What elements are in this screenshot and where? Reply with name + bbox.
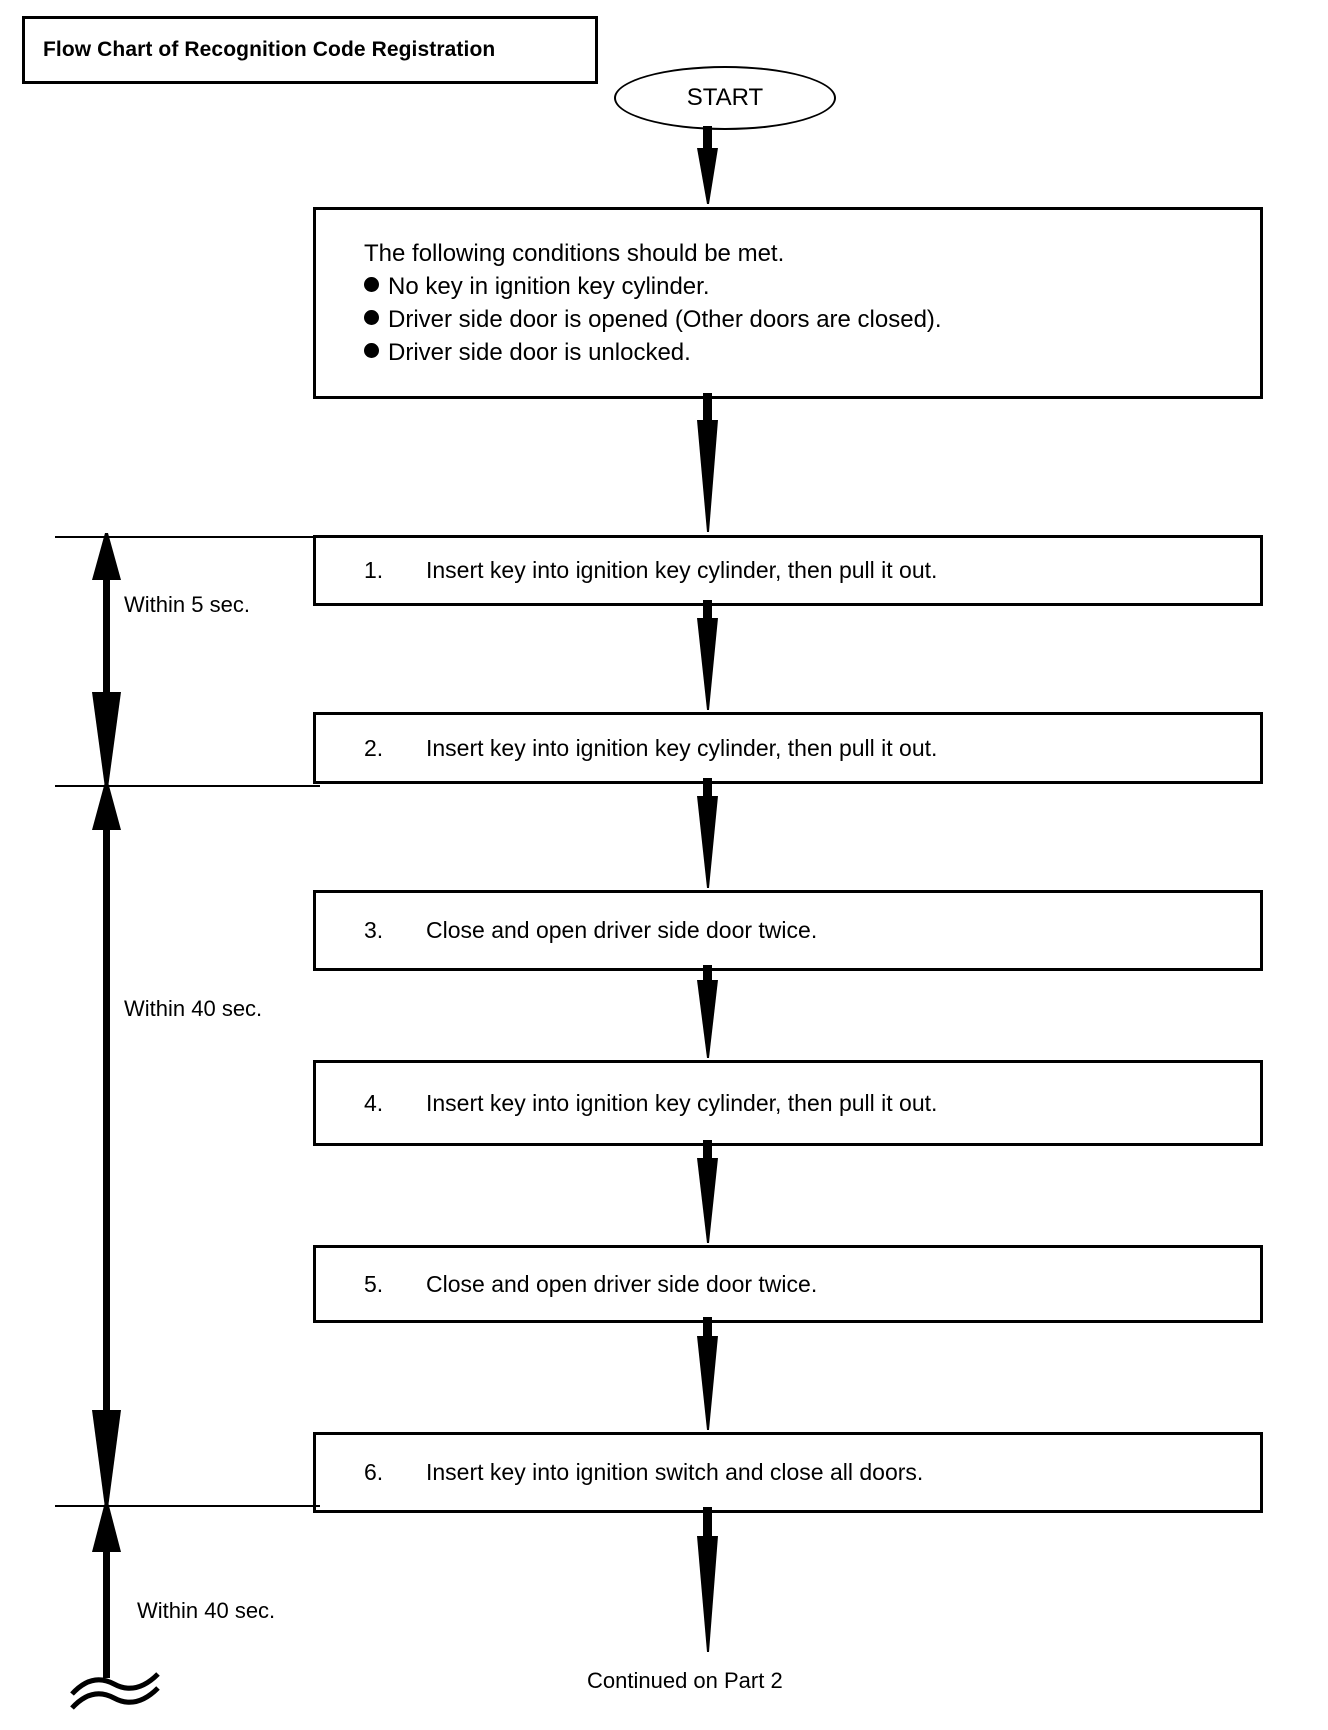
connector-step6-to-continued	[697, 1507, 718, 1652]
timing-label-40sec-main: Within 40 sec.	[124, 996, 263, 1021]
timing-label-5sec: Within 5 sec.	[124, 592, 250, 617]
step-number: 3.	[364, 917, 384, 943]
condition-item-3: Driver side door is unlocked.	[316, 336, 691, 369]
connector-step5-to-step6	[697, 1317, 718, 1430]
connector-step2-to-step3	[697, 778, 718, 888]
connector-step3-to-step4	[697, 965, 718, 1058]
timing-bracket-5sec	[92, 533, 121, 788]
condition-item-2: Driver side door is opened (Other doors …	[316, 303, 942, 336]
step-text: Insert key into ignition key cylinder, t…	[426, 557, 938, 583]
conditions-heading: The following conditions should be met.	[364, 240, 785, 267]
step-number: 4.	[364, 1089, 384, 1116]
connector-conditions-to-step1	[697, 393, 718, 532]
continued-label: Continued on Part 2	[587, 1668, 783, 1693]
step-box-6: 6. Insert key into ignition switch and c…	[313, 1432, 1263, 1513]
condition-text: Driver side door is opened (Other doors …	[388, 306, 942, 333]
timing-bracket-40sec-main	[92, 782, 121, 1508]
connector-step1-to-step2	[697, 600, 718, 710]
step-number: 1.	[364, 557, 384, 583]
step-text: Close and open driver side door twice.	[426, 1270, 818, 1297]
condition-text: No key in ignition key cylinder.	[388, 273, 710, 300]
step-number: 5.	[364, 1270, 384, 1297]
step-box-3: 3. Close and open driver side door twice…	[313, 890, 1263, 971]
step-box-1: 1. Insert key into ignition key cylinder…	[313, 535, 1263, 606]
step-box-4: 4. Insert key into ignition key cylinder…	[313, 1060, 1263, 1146]
chart-title-box: Flow Chart of Recognition Code Registrat…	[22, 16, 598, 84]
connector-step4-to-step5	[697, 1140, 718, 1243]
bullet-icon	[364, 277, 379, 292]
timing-bracket-40sec-lower	[70, 1502, 160, 1710]
condition-text: Driver side door is unlocked.	[388, 339, 691, 366]
break-squiggle-icon	[70, 1672, 160, 1696]
timing-tick-top	[55, 536, 320, 538]
timing-label-40sec-lower: Within 40 sec.	[137, 1598, 276, 1623]
step-box-5: 5. Close and open driver side door twice…	[313, 1245, 1263, 1323]
start-terminator: START	[614, 66, 836, 130]
connector-start-to-conditions	[697, 126, 718, 204]
step-text: Close and open driver side door twice.	[426, 917, 818, 943]
step-text: Insert key into ignition key cylinder, t…	[426, 734, 938, 761]
timing-tick-middle	[55, 785, 320, 787]
bullet-icon	[364, 310, 379, 325]
step-box-2: 2. Insert key into ignition key cylinder…	[313, 712, 1263, 784]
break-squiggle-icon	[70, 1686, 160, 1710]
start-label: START	[686, 84, 764, 111]
step-number: 6.	[364, 1459, 384, 1485]
bullet-icon	[364, 343, 379, 358]
step-text: Insert key into ignition switch and clos…	[426, 1459, 924, 1485]
conditions-box: The following conditions should be met. …	[313, 207, 1263, 399]
timing-tick-bottom	[55, 1505, 320, 1507]
page-title: Flow Chart of Recognition Code Registrat…	[43, 38, 496, 61]
condition-item-1: No key in ignition key cylinder.	[316, 270, 710, 303]
step-number: 2.	[364, 734, 384, 761]
step-text: Insert key into ignition key cylinder, t…	[426, 1089, 938, 1116]
